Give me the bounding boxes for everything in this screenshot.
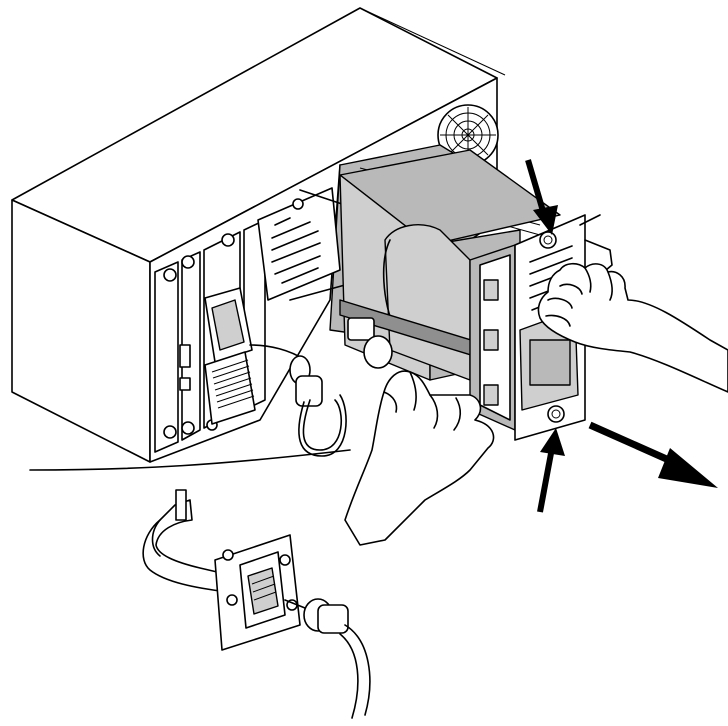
rear-connectors xyxy=(204,287,347,457)
left-hand xyxy=(344,370,495,546)
serial-port xyxy=(179,344,191,368)
arrow-down-icon xyxy=(525,159,558,235)
upper-thumbscrew xyxy=(539,231,557,249)
network-port xyxy=(179,377,191,391)
pull-direction-arrow-icon xyxy=(588,421,718,488)
arrow-up-icon xyxy=(537,428,565,513)
connector-detail xyxy=(142,489,371,719)
fan-grille xyxy=(437,104,499,166)
card-bracket xyxy=(257,187,346,301)
lower-thumbscrew xyxy=(547,405,565,423)
right-hand xyxy=(537,262,728,393)
